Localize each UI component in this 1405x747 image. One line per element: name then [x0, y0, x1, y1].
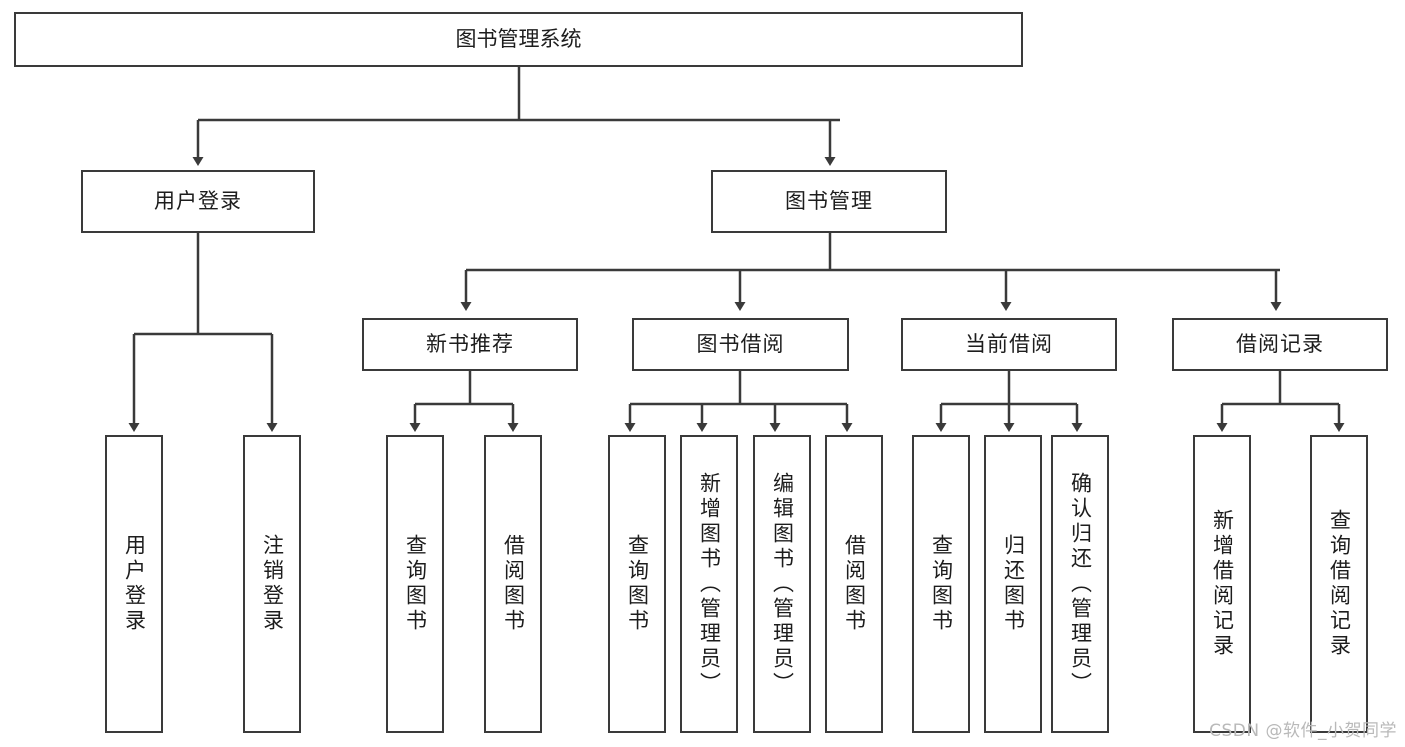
leaf-label: 用户登录 — [122, 534, 147, 634]
node-root-system[interactable]: 图书管理系统 — [14, 12, 1023, 67]
leaf-label: 借阅图书 — [842, 534, 867, 634]
leaf-new-book-query-book[interactable]: 查询图书 — [386, 435, 444, 733]
leaf-book-borrow-add-book[interactable]: 新增图书（管理员） — [680, 435, 738, 733]
leaf-current-borrow-return-book[interactable]: 归还图书 — [984, 435, 1042, 733]
node-current-borrow[interactable]: 当前借阅 — [901, 318, 1117, 371]
leaf-label: 借阅图书 — [501, 534, 526, 634]
node-book-borrow[interactable]: 图书借阅 — [632, 318, 849, 371]
node-new-book-recommend[interactable]: 新书推荐 — [362, 318, 578, 371]
leaf-label: 查询图书 — [929, 534, 954, 634]
leaf-label: 新增图书（管理员） — [697, 471, 722, 697]
leaf-label: 查询借阅记录 — [1327, 509, 1352, 659]
leaf-book-borrow-edit-book[interactable]: 编辑图书（管理员） — [753, 435, 811, 733]
leaf-borrow-record-query-record[interactable]: 查询借阅记录 — [1310, 435, 1368, 733]
leaf-label: 查询图书 — [403, 534, 428, 634]
node-user-login[interactable]: 用户登录 — [81, 170, 315, 233]
leaf-label: 归还图书 — [1001, 534, 1026, 634]
watermark-text: CSDN @软件_小贺同学 — [1209, 721, 1397, 741]
leaf-label: 编辑图书（管理员） — [770, 471, 795, 697]
leaf-new-book-borrow-book[interactable]: 借阅图书 — [484, 435, 542, 733]
leaf-label: 查询图书 — [625, 534, 650, 634]
leaf-user-login-login[interactable]: 用户登录 — [105, 435, 163, 733]
leaf-label: 新增借阅记录 — [1210, 509, 1235, 659]
leaf-label: 确认归还（管理员） — [1068, 471, 1093, 697]
leaf-user-login-logout[interactable]: 注销登录 — [243, 435, 301, 733]
leaf-label: 注销登录 — [260, 534, 285, 634]
node-book-management[interactable]: 图书管理 — [711, 170, 947, 233]
leaf-book-borrow-borrow-book[interactable]: 借阅图书 — [825, 435, 883, 733]
leaf-borrow-record-add-record[interactable]: 新增借阅记录 — [1193, 435, 1251, 733]
node-borrow-record[interactable]: 借阅记录 — [1172, 318, 1388, 371]
leaf-current-borrow-query-book[interactable]: 查询图书 — [912, 435, 970, 733]
leaf-book-borrow-query-book[interactable]: 查询图书 — [608, 435, 666, 733]
leaf-current-borrow-confirm-return[interactable]: 确认归还（管理员） — [1051, 435, 1109, 733]
